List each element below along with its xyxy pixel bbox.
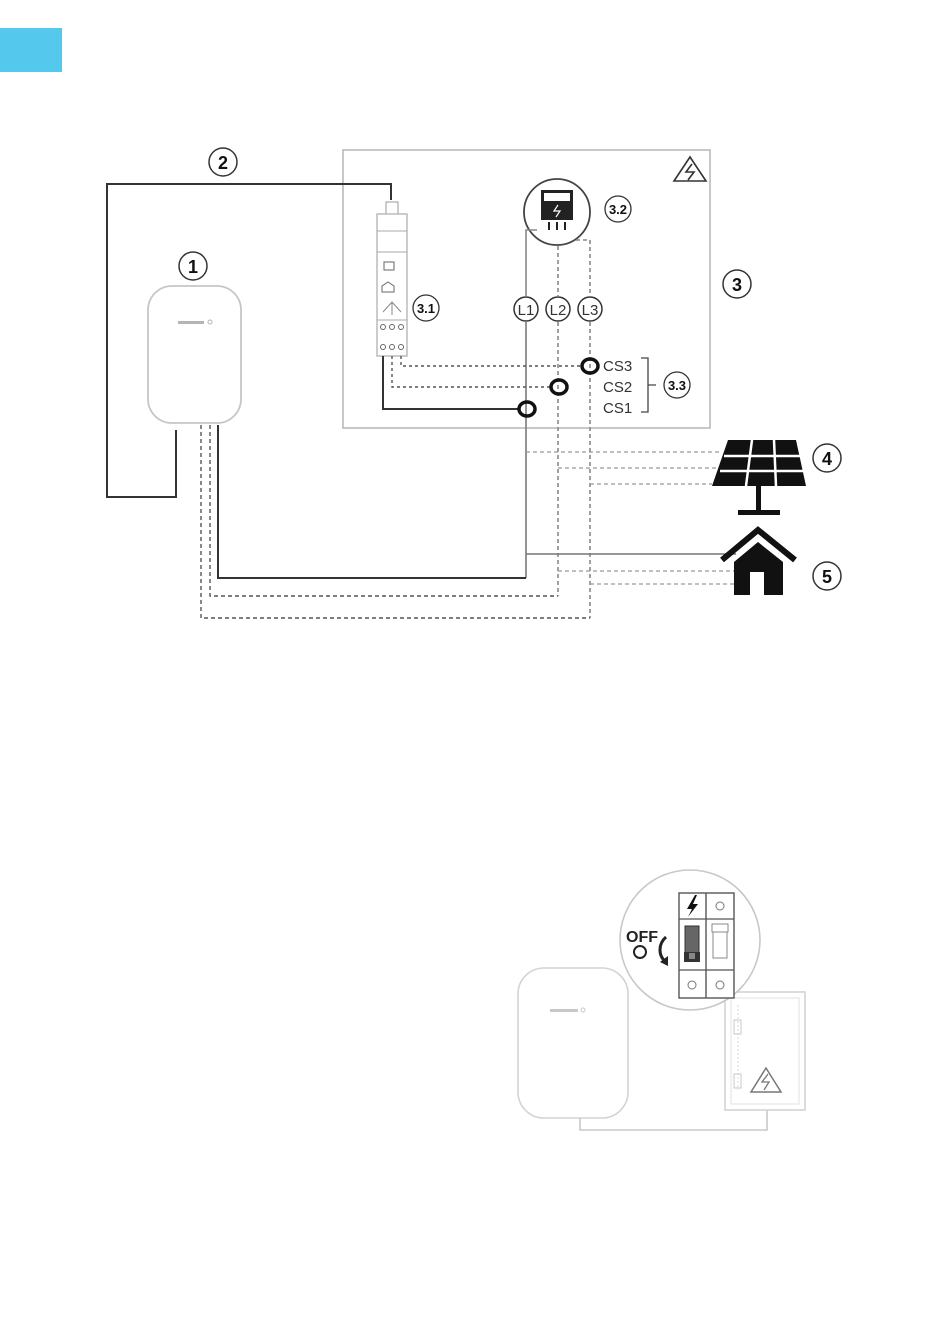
phase-label-l2: L2 [546, 297, 570, 321]
callout-3: 3 [723, 270, 751, 298]
svg-text:3: 3 [732, 275, 742, 295]
sensor-label-cs3: CS3 [603, 358, 632, 375]
sensor-label-cs1: CS1 [603, 400, 632, 417]
svg-text:1: 1 [188, 257, 198, 277]
svg-text:2: 2 [218, 153, 228, 173]
svg-text:L2: L2 [550, 302, 567, 319]
current-sensor-cs2 [551, 380, 567, 394]
warning-icon [674, 157, 706, 181]
svg-text:4: 4 [822, 449, 832, 469]
off-label: OFF [626, 929, 658, 946]
svg-text:3.2: 3.2 [609, 202, 627, 217]
callout-2: 2 [209, 148, 237, 176]
wallbox [148, 286, 241, 423]
sensor-bracket [641, 358, 656, 412]
phase-label-l1: L1 [514, 297, 538, 321]
svg-text:5: 5 [822, 567, 832, 587]
phase-l1-line [526, 230, 537, 296]
svg-text:L3: L3 [582, 302, 599, 319]
energy-meter-icon [524, 179, 590, 245]
sensor-wire-cs1 [383, 356, 518, 409]
callout-5: 5 [813, 562, 841, 590]
current-sensor-cs1 [519, 402, 535, 416]
callout-3-3: 3.3 [664, 372, 690, 398]
house-icon [722, 530, 795, 595]
wallbox-small [518, 968, 628, 1118]
callout-4: 4 [813, 444, 841, 472]
phase-l3-top [576, 240, 590, 296]
wallbox-power-l1 [218, 425, 526, 578]
meter-module [377, 202, 407, 356]
sensor-label-cs2: CS2 [603, 379, 632, 396]
callout-1: 1 [179, 252, 207, 280]
wallbox-power-l2 [210, 425, 558, 596]
wallbox-power-l3 [201, 425, 590, 618]
callout-3-2: 3.2 [605, 196, 631, 222]
svg-text:3.3: 3.3 [668, 378, 686, 393]
phase-label-l3: L3 [578, 297, 602, 321]
callout-3-1: 3.1 [413, 295, 439, 321]
sensor-wire-cs3 [401, 356, 582, 366]
svg-text:L1: L1 [518, 302, 535, 319]
solar-panel-icon [712, 440, 806, 515]
svg-text:3.1: 3.1 [417, 301, 435, 316]
